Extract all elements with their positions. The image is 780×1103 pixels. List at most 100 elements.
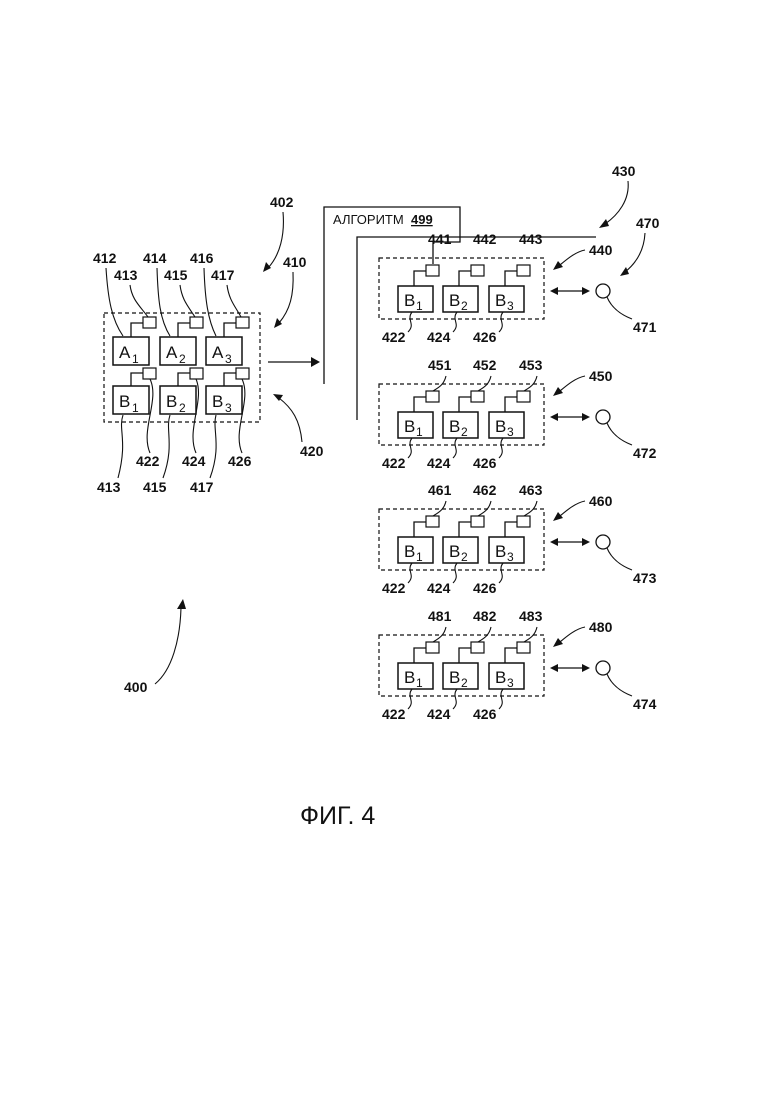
ref-410: 410 — [283, 254, 307, 270]
target-sensor-link — [505, 648, 517, 663]
ref-417-bottom: 417 — [190, 479, 214, 495]
target-block-letter: B — [495, 668, 506, 687]
target-block-subscript: 1 — [416, 299, 423, 313]
target-block-subscript: 2 — [461, 676, 468, 690]
ref-device-440: 440 — [589, 242, 613, 258]
exchange-arrowhead-left — [550, 538, 558, 546]
ref-422-left: 422 — [136, 453, 160, 469]
exchange-arrowhead-right — [582, 287, 590, 295]
leader-block — [499, 438, 503, 458]
ref-402: 402 — [270, 194, 294, 210]
ref-block-426: 426 — [473, 455, 497, 471]
target-block-subscript: 3 — [507, 425, 514, 439]
target-block-subscript: 2 — [461, 550, 468, 564]
leader-402 — [268, 212, 283, 268]
ref-user-474: 474 — [633, 696, 657, 712]
arrowhead-402 — [263, 262, 271, 272]
ref-412: 412 — [93, 250, 117, 266]
target-block-letter: B — [404, 417, 415, 436]
algorithm-ref: 499 — [411, 212, 433, 227]
block-b2-subscript: 2 — [179, 401, 186, 415]
target-sensor — [471, 516, 484, 527]
leader-user — [607, 423, 632, 445]
leader-user — [607, 548, 632, 570]
target-block-b2: B2 — [443, 537, 478, 564]
target-block-letter: B — [404, 668, 415, 687]
ref-426-left: 426 — [228, 453, 252, 469]
sensor-b3 — [236, 368, 249, 379]
ref-block-424: 424 — [427, 706, 451, 722]
target-sensor-link — [505, 397, 517, 412]
target-block-subscript: 2 — [461, 425, 468, 439]
ref-sensor-452: 452 — [473, 357, 497, 373]
figure-caption: ФИГ. 4 — [300, 802, 375, 830]
sensor-b2 — [190, 368, 203, 379]
target-block-letter: B — [449, 291, 460, 310]
leader-block — [408, 563, 412, 583]
sensor-a3-link — [224, 323, 236, 337]
arrowhead-470 — [620, 267, 629, 276]
block-b2: B 2 — [160, 386, 196, 415]
block-b1-subscript: 1 — [132, 401, 139, 415]
leader-block — [453, 438, 457, 458]
ref-400: 400 — [124, 679, 148, 695]
sensor-b2-link — [178, 373, 190, 386]
target-block-letter: B — [404, 542, 415, 561]
target-sensor — [426, 265, 439, 276]
arrowhead-device — [553, 638, 563, 647]
block-a3: A 3 — [206, 337, 242, 366]
ref-sensor-462: 462 — [473, 482, 497, 498]
target-block-b3: B3 — [489, 412, 524, 439]
arrowhead-410 — [274, 318, 282, 328]
ref-sensor-483: 483 — [519, 608, 543, 624]
ref-user-471: 471 — [633, 319, 657, 335]
target-block-subscript: 3 — [507, 299, 514, 313]
leader-device — [560, 627, 585, 642]
ref-sensor-451: 451 — [428, 357, 452, 373]
target-block-b3: B3 — [489, 537, 524, 564]
leader-block — [408, 312, 412, 332]
algorithm-label: АЛГОРИТМ — [333, 212, 404, 227]
ref-block-422: 422 — [382, 329, 406, 345]
sensor-a2 — [190, 317, 203, 328]
ref-416: 416 — [190, 250, 214, 266]
leader-415-bottom — [163, 415, 170, 478]
ref-413-top: 413 — [114, 267, 138, 283]
target-sensor — [471, 391, 484, 402]
sensor-a1-link — [131, 323, 143, 337]
target-sensor — [517, 391, 530, 402]
target-sensor-link — [459, 271, 471, 286]
target-sensor-link — [459, 648, 471, 663]
block-b3-subscript: 3 — [225, 401, 232, 415]
target-block-letter: B — [495, 291, 506, 310]
target-device-440: B1441422B2442424B3443426440471 — [379, 231, 657, 345]
target-block-letter: B — [449, 542, 460, 561]
leader-420 — [279, 398, 302, 442]
target-sensor — [517, 516, 530, 527]
block-a2: A 2 — [160, 337, 196, 366]
target-sensor-link — [414, 397, 426, 412]
ref-413-bottom: 413 — [97, 479, 121, 495]
leader-block — [408, 689, 412, 709]
target-block-b2: B2 — [443, 663, 478, 690]
leader-user — [607, 297, 632, 319]
target-block-b1: B1 — [398, 286, 433, 313]
target-block-subscript: 1 — [416, 425, 423, 439]
user-circle — [596, 661, 610, 675]
transfer-arrowhead — [311, 357, 320, 367]
leader-415-top — [180, 285, 195, 317]
block-b2-letter: B — [166, 392, 177, 411]
target-block-subscript: 3 — [507, 550, 514, 564]
exchange-arrowhead-right — [582, 538, 590, 546]
target-block-b3: B3 — [489, 663, 524, 690]
leader-block — [499, 563, 503, 583]
ref-sensor-482: 482 — [473, 608, 497, 624]
leader-417-bottom — [210, 415, 216, 478]
leader-417-top — [227, 285, 241, 317]
ref-device-450: 450 — [589, 368, 613, 384]
ref-414: 414 — [143, 250, 167, 266]
ref-424-left: 424 — [182, 453, 206, 469]
target-sensor — [426, 642, 439, 653]
target-block-b2: B2 — [443, 412, 478, 439]
